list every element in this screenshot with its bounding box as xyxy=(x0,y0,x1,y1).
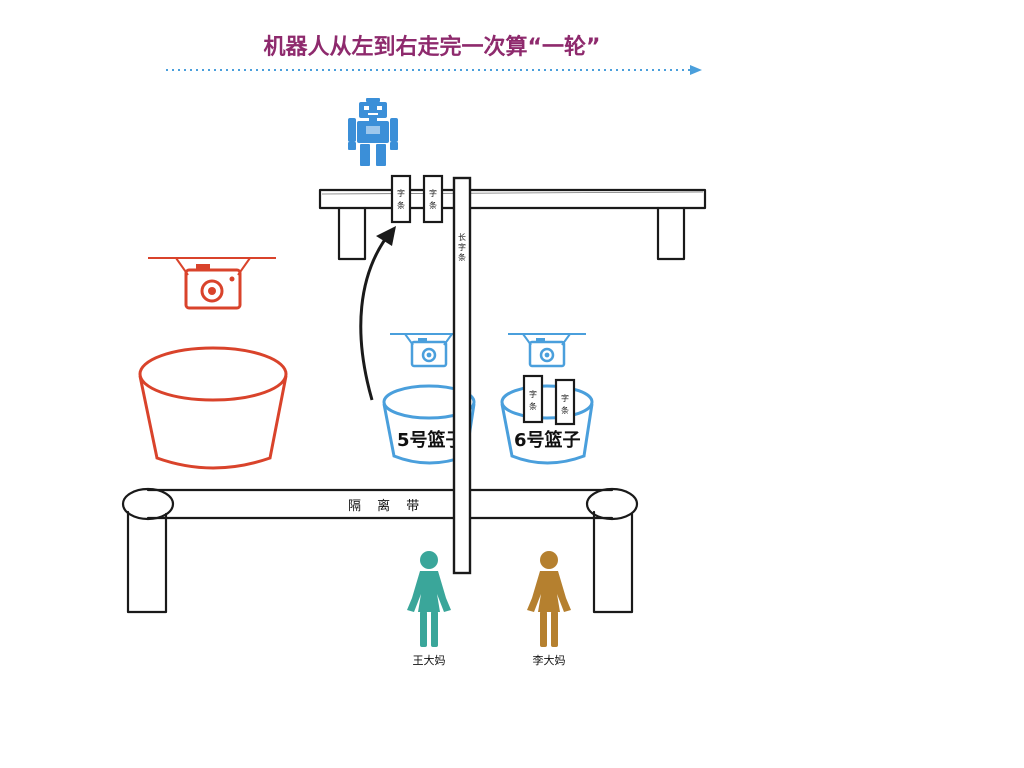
camera-icon xyxy=(508,333,586,368)
arrow-icon xyxy=(359,226,396,401)
robot-icon xyxy=(348,98,398,166)
svg-text:字: 字 xyxy=(561,393,569,403)
svg-text:条: 条 xyxy=(458,252,466,262)
svg-text:条: 条 xyxy=(397,200,405,210)
strip: 字 条 xyxy=(422,174,444,224)
person-name: 王大妈 xyxy=(413,653,446,667)
svg-text:条: 条 xyxy=(429,200,437,210)
basket-label: 5号篮子 xyxy=(397,429,464,451)
strip: 字 条 xyxy=(522,374,544,424)
svg-text:长: 长 xyxy=(458,232,466,242)
long-strip: 长 字 条 xyxy=(452,176,472,575)
belt-label: 隔 离 带 xyxy=(348,498,425,514)
svg-text:字: 字 xyxy=(458,242,466,252)
camera-icon xyxy=(148,257,276,310)
woman-icon xyxy=(527,551,571,647)
top-shelf xyxy=(318,188,707,261)
woman-icon xyxy=(407,551,451,647)
person-name: 李大妈 xyxy=(533,653,566,667)
svg-text:条: 条 xyxy=(561,405,569,415)
person-wang: 王大妈 xyxy=(407,551,451,667)
basket-6: 字 条 字 条 6号篮子 xyxy=(500,374,594,465)
basket-icon xyxy=(138,346,288,470)
person-li: 李大妈 xyxy=(527,551,571,667)
svg-text:字: 字 xyxy=(529,389,537,399)
strip: 字 条 xyxy=(390,174,412,224)
isolation-belt: 隔 离 带 xyxy=(121,487,639,614)
strip: 字 条 xyxy=(554,378,576,426)
direction-arrow-icon xyxy=(166,65,702,75)
svg-text:条: 条 xyxy=(529,401,537,411)
basket-label: 6号篮子 xyxy=(514,429,581,451)
page-title: 机器人从左到右走完一次算“一轮” xyxy=(264,34,601,60)
svg-text:字: 字 xyxy=(397,188,405,198)
svg-text:字: 字 xyxy=(429,188,437,198)
